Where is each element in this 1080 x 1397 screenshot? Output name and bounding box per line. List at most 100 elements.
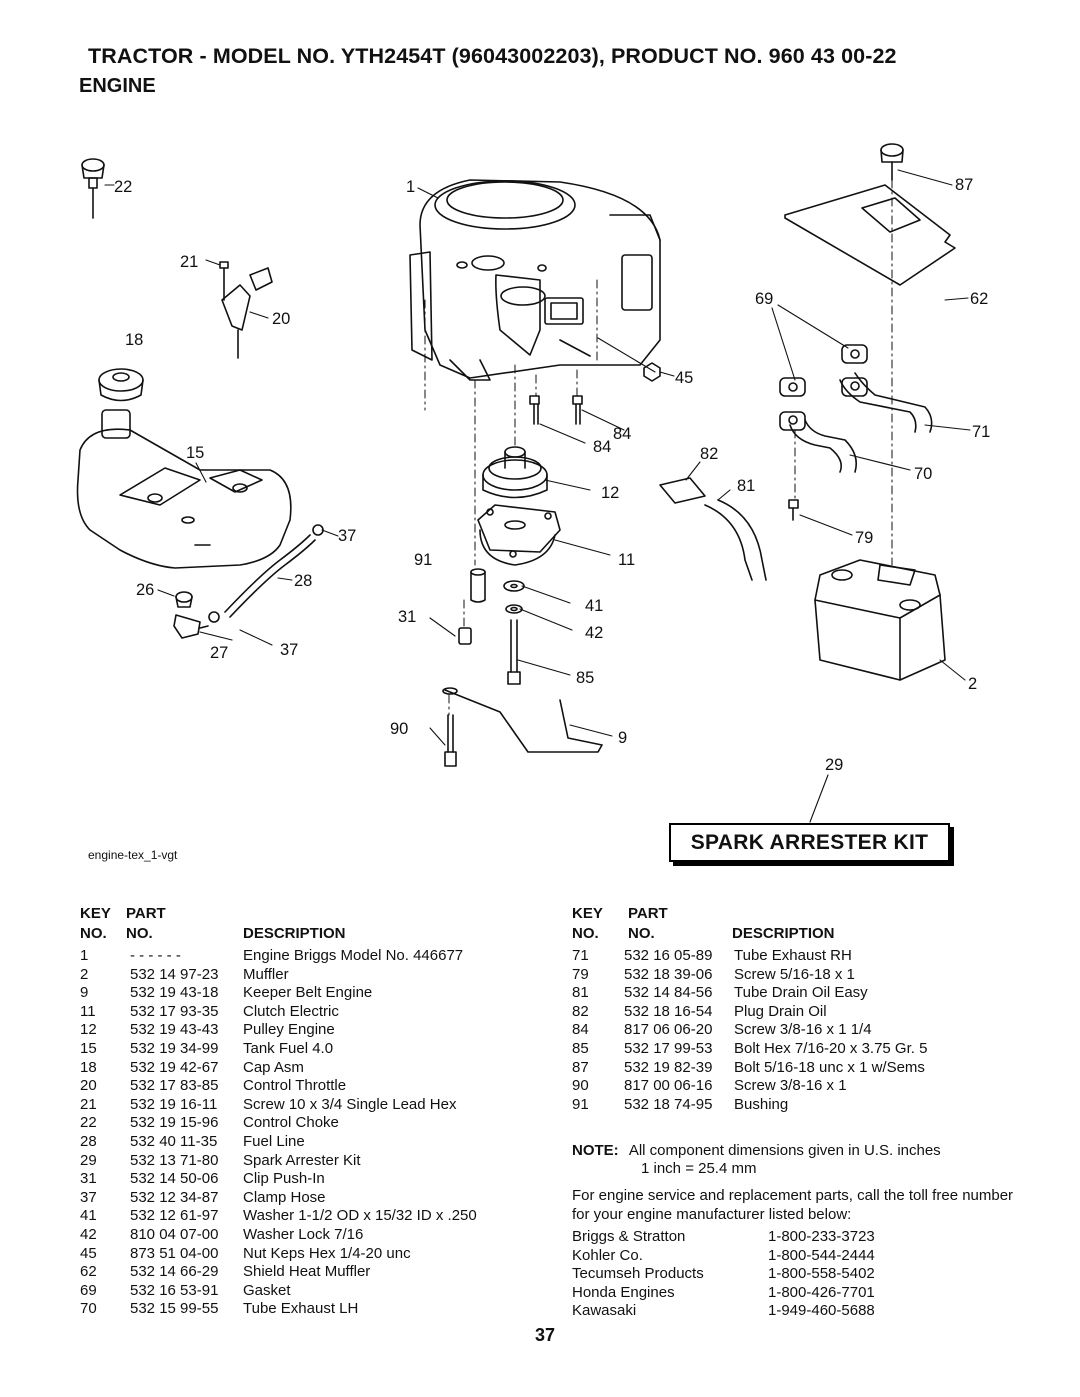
exhaust-tubes-drawing bbox=[779, 372, 933, 473]
part-number: 532 12 61-97 bbox=[130, 1207, 219, 1225]
header-key: KEY bbox=[80, 905, 111, 922]
callout-62: 62 bbox=[970, 290, 988, 308]
part-number: 532 19 82-39 bbox=[624, 1058, 713, 1076]
part-key: 29 bbox=[80, 1151, 97, 1169]
page-number: 37 bbox=[535, 1325, 556, 1345]
part-description: Tank Fuel 4.0 bbox=[243, 1039, 334, 1057]
header-no-1: NO. bbox=[572, 925, 599, 942]
service-text: For engine service and replacement parts… bbox=[572, 1187, 1014, 1223]
part-key: 90 bbox=[572, 1077, 589, 1095]
table-header: KEY PART NO. NO. DESCRIPTION bbox=[80, 905, 540, 947]
callout-15: 15 bbox=[186, 444, 204, 462]
table-header: KEY PART NO. NO. DESCRIPTION bbox=[572, 905, 1032, 947]
muffler-drawing bbox=[814, 559, 946, 681]
part-description: Bolt 5/16-18 unc x 1 w/Sems bbox=[734, 1058, 925, 1076]
part-number: 532 15 99-55 bbox=[130, 1300, 219, 1318]
part-description: Washer 1-1/2 OD x 15/32 ID x .250 bbox=[243, 1207, 477, 1225]
washers-drawing bbox=[503, 580, 525, 614]
callout-2: 2 bbox=[968, 675, 977, 693]
nut-drawing bbox=[643, 362, 661, 382]
part-key: 28 bbox=[80, 1132, 97, 1150]
part-description: Clutch Electric bbox=[243, 1002, 339, 1020]
screws-84-drawing bbox=[529, 395, 583, 425]
part-description: Bolt Hex 7/16-20 x 3.75 Gr. 5 bbox=[734, 1039, 928, 1057]
engine-pulley-drawing bbox=[482, 446, 548, 499]
header-description: DESCRIPTION bbox=[243, 925, 346, 942]
manufacturer-name: Kawasaki bbox=[572, 1302, 637, 1320]
manufacturer-phone: 1-949-460-5688 bbox=[768, 1302, 875, 1320]
manufacturer-row: Kohler Co.1-800-544-2444 bbox=[572, 1247, 972, 1266]
part-description: Washer Lock 7/16 bbox=[243, 1225, 364, 1243]
callout-85: 85 bbox=[576, 669, 594, 687]
header-key: KEY bbox=[572, 905, 603, 922]
bushing-drawing bbox=[470, 568, 486, 603]
part-key: 37 bbox=[80, 1188, 97, 1206]
part-key: 45 bbox=[80, 1244, 97, 1262]
manufacturer-phone: 1-800-558-5402 bbox=[768, 1265, 875, 1283]
part-number: 532 19 15-96 bbox=[130, 1114, 219, 1132]
callout-69: 69 bbox=[755, 290, 773, 308]
choke-control-drawing bbox=[81, 158, 105, 219]
part-description: Tube Exhaust RH bbox=[734, 947, 852, 964]
callout-37-b: 37 bbox=[280, 641, 298, 659]
bolt-87-drawing bbox=[880, 143, 904, 181]
callout-26: 26 bbox=[136, 581, 154, 599]
part-number: 532 16 53-91 bbox=[130, 1281, 219, 1299]
callout-70: 70 bbox=[914, 465, 932, 483]
callout-45: 45 bbox=[675, 369, 693, 387]
part-number: 532 17 83-85 bbox=[130, 1077, 219, 1095]
part-description: Control Choke bbox=[243, 1114, 339, 1132]
part-key: 12 bbox=[80, 1021, 97, 1039]
note-label: NOTE: bbox=[572, 1142, 619, 1159]
callout-37-a: 37 bbox=[338, 527, 356, 545]
callout-20: 20 bbox=[272, 310, 290, 328]
manufacturer-row: Kawasaki 1-949-460-5688 bbox=[572, 1302, 972, 1321]
page-title: TRACTOR - MODEL NO. YTH2454T (9604300220… bbox=[88, 44, 897, 68]
part-description: Engine Briggs Model No. 446677 bbox=[243, 947, 464, 964]
header-no-2: NO. bbox=[126, 925, 153, 942]
manufacturer-phone: 1-800-233-3723 bbox=[768, 1228, 875, 1245]
callout-41: 41 bbox=[585, 597, 603, 615]
callout-90: 90 bbox=[390, 720, 408, 738]
part-key: 2 bbox=[80, 965, 89, 983]
header-no-1: NO. bbox=[80, 925, 107, 942]
section-title: ENGINE bbox=[79, 75, 156, 97]
part-key: 70 bbox=[80, 1300, 97, 1318]
part-description: Spark Arrester Kit bbox=[243, 1151, 361, 1169]
callout-87: 87 bbox=[955, 176, 973, 194]
electric-clutch-drawing bbox=[477, 504, 561, 566]
heat-shield-drawing bbox=[784, 184, 956, 286]
callout-84-a: 84 bbox=[593, 438, 611, 456]
screw-90-drawing bbox=[444, 714, 457, 767]
part-description: Cap Asm bbox=[243, 1058, 304, 1076]
callout-12: 12 bbox=[601, 484, 619, 502]
part-key: 21 bbox=[80, 1095, 97, 1113]
part-description: Shield Heat Muffler bbox=[243, 1263, 371, 1281]
part-key: 82 bbox=[572, 1002, 589, 1020]
part-key: 81 bbox=[572, 984, 589, 1002]
part-key: 1 bbox=[80, 947, 89, 964]
callout-22: 22 bbox=[114, 178, 132, 196]
callout-9: 9 bbox=[618, 729, 627, 747]
part-number: 817 00 06-16 bbox=[624, 1077, 713, 1095]
callout-91: 91 bbox=[414, 551, 432, 569]
gaskets-drawing bbox=[779, 344, 868, 397]
part-key: 69 bbox=[80, 1281, 97, 1299]
header-no-2: NO. bbox=[628, 925, 655, 942]
callout-81: 81 bbox=[737, 477, 755, 495]
